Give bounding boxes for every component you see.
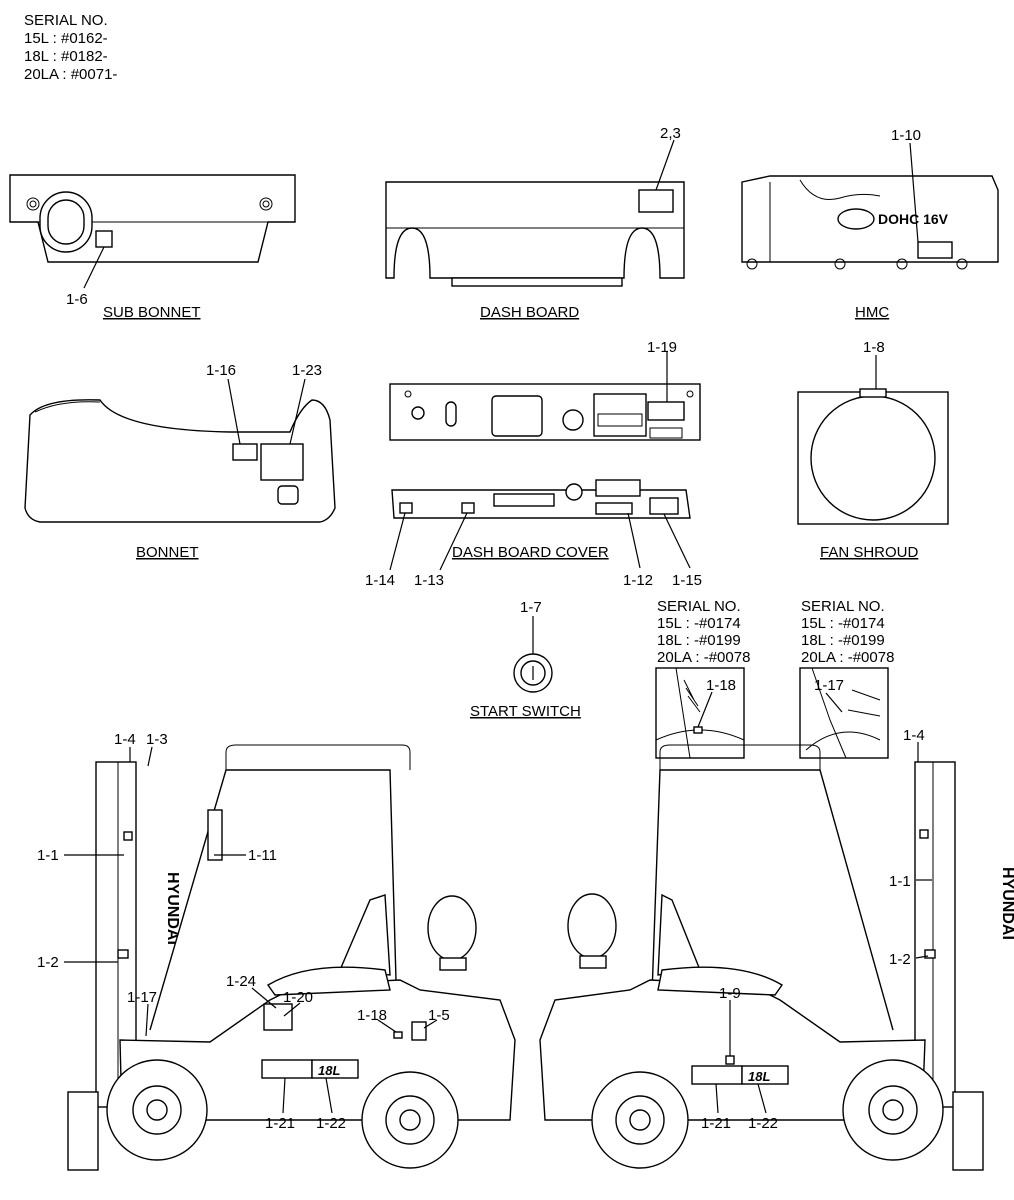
caption-fan-shroud: FAN SHROUD — [820, 544, 919, 561]
caption-dash-board-cover: DASH BOARD COVER — [452, 544, 609, 561]
part-label-1-21-right: 1-21 — [701, 1115, 731, 1132]
part-label-1-4-left: 1-4 — [114, 731, 136, 748]
start-switch-drawing — [513, 616, 553, 693]
part-label-1-12: 1-12 — [623, 572, 653, 589]
serial-left-line: 15L : -#0174 — [657, 615, 741, 632]
model-badge-right: 18L — [748, 1069, 770, 1084]
part-label-1-18-inset: 1-18 — [706, 677, 736, 694]
part-label-1-23: 1-23 — [292, 362, 322, 379]
part-label-1-9: 1-9 — [719, 985, 741, 1002]
serial-main-line: 15L : #0162- — [24, 30, 108, 47]
caption-bonnet: BONNET — [136, 544, 199, 561]
caption-dash-board: DASH BOARD — [480, 304, 579, 321]
caption-sub-bonnet: SUB BONNET — [103, 304, 201, 321]
serial-inset-left: SERIAL NO. 15L : -#0174 18L : -#0199 20L… — [657, 598, 750, 666]
sub-bonnet-drawing — [9, 174, 296, 289]
serial-right-line: 20LA : -#0078 — [801, 649, 894, 666]
part-label-2-3: 2,3 — [660, 125, 681, 142]
caption-start-switch: START SWITCH — [470, 703, 581, 720]
bonnet-drawing — [24, 378, 336, 523]
hmc-drawing: DOHC 16V — [741, 142, 999, 270]
part-label-1-3: 1-3 — [146, 731, 168, 748]
instrument-panel-drawing — [389, 352, 701, 441]
part-label-1-2-right: 1-2 — [889, 951, 911, 968]
part-label-1-11: 1-11 — [248, 847, 277, 864]
part-label-1-19: 1-19 — [647, 339, 677, 356]
serial-main-line: 20LA : #0071- — [24, 66, 117, 83]
serial-left-line: 20LA : -#0078 — [657, 649, 750, 666]
serial-inset-right: SERIAL NO. 15L : -#0174 18L : -#0199 20L… — [801, 598, 894, 666]
part-label-1-4-right: 1-4 — [903, 727, 925, 744]
part-label-1-18: 1-18 — [357, 1007, 387, 1024]
part-label-1-22-right: 1-22 — [748, 1115, 778, 1132]
dash-board-drawing — [385, 139, 685, 287]
caption-hmc: HMC — [855, 304, 889, 321]
serial-main: SERIAL NO. 15L : #0162- 18L : #0182- 20L… — [24, 12, 117, 83]
forklift-left-drawing: HYUNDAI 18L — [64, 744, 516, 1171]
serial-right-line: 18L : -#0199 — [801, 632, 885, 649]
part-label-1-5: 1-5 — [428, 1007, 450, 1024]
part-label-1-8: 1-8 — [863, 339, 885, 356]
part-label-1-1-left: 1-1 — [37, 847, 59, 864]
model-badge-left: 18L — [318, 1063, 340, 1078]
part-label-1-15: 1-15 — [672, 572, 702, 589]
inset-detail-left — [655, 667, 745, 759]
part-label-1-14: 1-14 — [365, 572, 395, 589]
serial-right-line: 15L : -#0174 — [801, 615, 885, 632]
serial-main-line: 18L : #0182- — [24, 48, 108, 65]
part-label-1-24: 1-24 — [226, 973, 256, 990]
part-label-1-17-inset: 1-17 — [814, 677, 844, 694]
part-label-1-7: 1-7 — [520, 599, 542, 616]
part-label-1-20: 1-20 — [283, 989, 313, 1006]
dash-board-cover-drawing — [389, 479, 691, 571]
part-label-1-16: 1-16 — [206, 362, 236, 379]
part-label-1-1-right: 1-1 — [889, 873, 911, 890]
part-label-1-22-left: 1-22 — [316, 1115, 346, 1132]
part-label-1-6: 1-6 — [66, 291, 88, 308]
part-label-1-10: 1-10 — [891, 127, 921, 144]
serial-left-line: SERIAL NO. — [657, 598, 741, 615]
part-label-1-17: 1-17 — [127, 989, 157, 1006]
brand-text-right: HYUNDAI — [999, 867, 1014, 940]
inset-detail-right — [799, 667, 889, 759]
serial-left-line: 18L : -#0199 — [657, 632, 741, 649]
part-label-1-21-left: 1-21 — [265, 1115, 295, 1132]
brand-text-left: HYUNDAI — [164, 872, 181, 945]
part-label-1-2-left: 1-2 — [37, 954, 59, 971]
engine-text: DOHC 16V — [878, 211, 949, 227]
part-label-1-13: 1-13 — [414, 572, 444, 589]
serial-right-line: SERIAL NO. — [801, 598, 885, 615]
fan-shroud-drawing — [797, 355, 949, 525]
forklift-right-drawing: HYUNDAI 18L — [539, 742, 1014, 1171]
serial-main-line: SERIAL NO. — [24, 12, 108, 29]
